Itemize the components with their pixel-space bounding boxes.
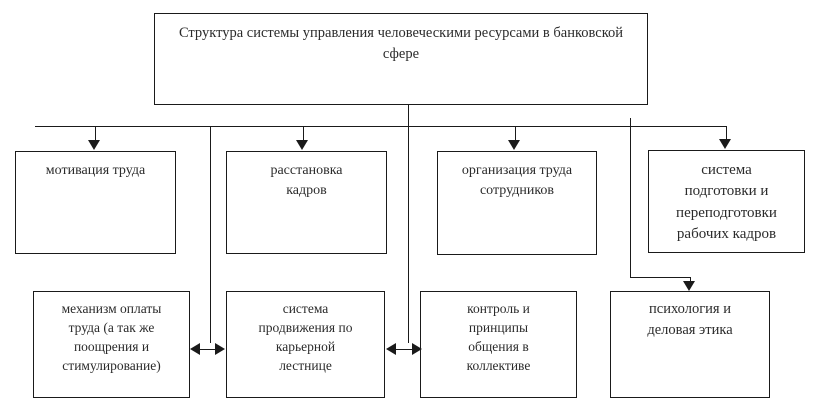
- connector-title-stem: [408, 105, 409, 126]
- node-career-promotion[interactable]: система продвижения по карьерной лестниц…: [226, 291, 385, 398]
- node-payment-mechanism-label: механизм оплаты труда (а так же поощрени…: [61, 301, 162, 374]
- arrow-down-icon-psychology: [683, 281, 695, 291]
- node-staffing[interactable]: расстановка кадров: [226, 151, 387, 254]
- node-career-promotion-label: система продвижения по карьерной лестниц…: [258, 301, 353, 374]
- connector-drop-work-organization: [515, 126, 516, 142]
- connector-vertical-center-branch: [408, 126, 409, 343]
- node-training-system-label: система подготовки и переподготовки рабо…: [676, 162, 777, 242]
- node-staffing-label: расстановка кадров: [270, 163, 343, 198]
- node-psychology-ethics-label: психология и деловая этика: [647, 301, 733, 338]
- arrow-right-icon-career-communication: [412, 343, 422, 355]
- node-title-label: Структура системы управления человечески…: [178, 25, 624, 62]
- arrow-left-icon-career-communication: [386, 343, 396, 355]
- arrow-down-icon-work-organization: [508, 140, 520, 150]
- arrow-down-icon-training-system: [719, 139, 731, 149]
- connector-drop-staffing: [303, 126, 304, 142]
- node-training-system[interactable]: система подготовки и переподготовки рабо…: [648, 150, 805, 253]
- connector-vertical-left-branch: [210, 126, 211, 343]
- node-payment-mechanism[interactable]: механизм оплаты труда (а так же поощрени…: [33, 291, 190, 398]
- connector-career-communication: [395, 349, 414, 350]
- arrow-left-icon-payment-career: [190, 343, 200, 355]
- connector-distribution-bar: [35, 126, 726, 127]
- node-communication-control[interactable]: контроль и принципы общения в коллективе: [420, 291, 577, 398]
- connector-payment-career: [199, 349, 217, 350]
- connector-drop-training-system: [726, 126, 727, 141]
- arrow-down-icon-staffing: [296, 140, 308, 150]
- node-work-organization[interactable]: организация труда сотрудников: [437, 151, 597, 255]
- connector-drop-motivation: [95, 126, 96, 142]
- node-motivation-label: мотивация труда: [45, 163, 146, 178]
- connector-drop-psychology: [690, 277, 691, 283]
- arrow-right-icon-payment-career: [215, 343, 225, 355]
- connector-elbow-psychology: [630, 277, 690, 278]
- node-psychology-ethics[interactable]: психология и деловая этика: [610, 291, 770, 398]
- node-communication-control-label: контроль и принципы общения в коллективе: [466, 301, 531, 374]
- node-title[interactable]: Структура системы управления человечески…: [154, 13, 648, 105]
- node-motivation[interactable]: мотивация труда: [15, 151, 176, 254]
- arrow-down-icon-motivation: [88, 140, 100, 150]
- node-work-organization-label: организация труда сотрудников: [461, 163, 573, 198]
- connector-vertical-right-branch: [630, 118, 631, 278]
